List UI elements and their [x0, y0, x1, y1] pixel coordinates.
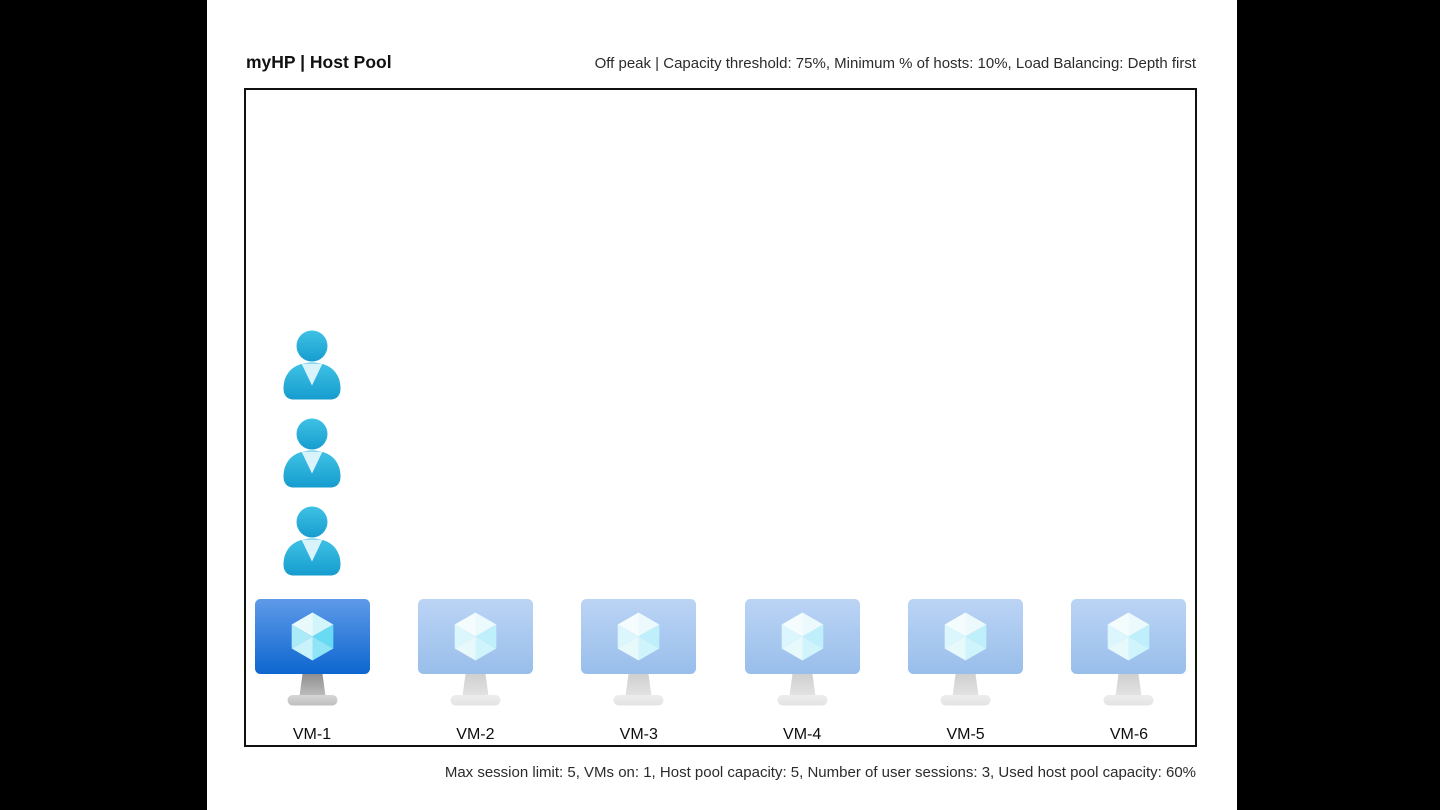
vm-label: VM-3	[619, 726, 658, 743]
page-title: myHP | Host Pool	[246, 52, 392, 72]
user-session-icon	[277, 329, 347, 401]
vm-row: VM-1 VM-2 VM-3 VM-4	[246, 329, 1195, 744]
vm-monitor-icon	[255, 599, 370, 706]
vm-column-2: VM-2	[410, 599, 540, 744]
schedule-settings-text: Off peak | Capacity threshold: 75%, Mini…	[594, 55, 1196, 72]
vm-column-5: VM-5	[901, 599, 1031, 744]
vm-label: VM-1	[292, 726, 332, 743]
vm-column-4: VM-4	[737, 599, 867, 744]
vm-monitor-icon	[745, 599, 860, 706]
user-session-icon	[277, 505, 347, 577]
user-session-icon	[277, 417, 347, 489]
vm-label: VM-6	[1109, 726, 1149, 743]
viewport: myHP | Host Pool Off peak | Capacity thr…	[207, 0, 1237, 810]
vm-label: VM-2	[456, 726, 495, 743]
vm-label: VM-5	[946, 726, 985, 743]
vm-column-3: VM-3	[574, 599, 704, 744]
user-sessions-stack	[277, 329, 347, 577]
vm-label: VM-4	[783, 726, 822, 743]
vm-column-1: VM-1	[247, 329, 377, 744]
vm-monitor-icon	[418, 599, 533, 706]
vm-monitor-icon	[908, 599, 1023, 706]
vm-column-6: VM-6	[1064, 599, 1194, 744]
vm-monitor-icon	[1071, 599, 1186, 706]
status-bar: Max session limit: 5, VMs on: 1, Host po…	[444, 764, 1196, 781]
vm-monitor-icon	[581, 599, 696, 706]
host-pool-box: VM-1 VM-2 VM-3 VM-4	[244, 88, 1197, 747]
